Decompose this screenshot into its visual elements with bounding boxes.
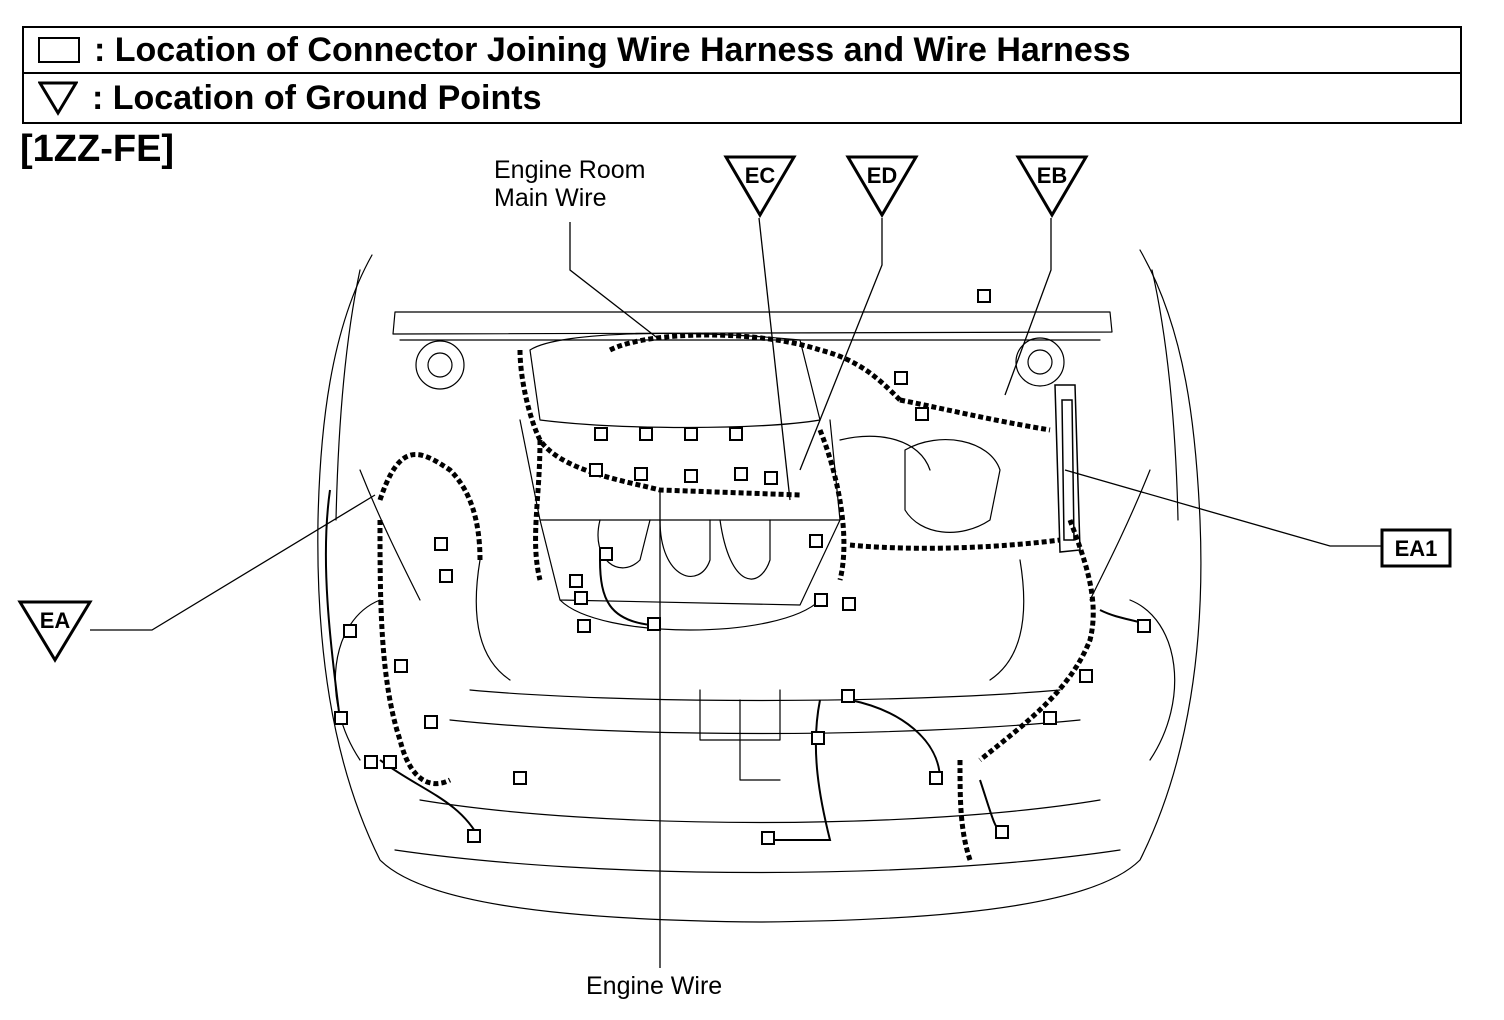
callout-engine-room-main-wire-line2: Main Wire: [494, 184, 607, 212]
ground-point-ec: EC: [723, 155, 797, 218]
wire-harness-bundles: [377, 332, 1096, 861]
legend-connector-text: : Location of Connector Joining Wire Har…: [94, 30, 1131, 69]
ground-label-eb: EB: [1037, 163, 1068, 188]
connector-point-ea1: EA1: [1380, 528, 1452, 568]
ecm-unit: [1054, 384, 1081, 553]
ground-point-ed: ED: [845, 155, 919, 218]
ground-label-ec: EC: [745, 163, 776, 188]
connector-symbol-icon: [38, 37, 80, 63]
legend-ground-text: : Location of Ground Points: [92, 78, 542, 117]
ground-symbol-icon: [38, 81, 78, 116]
ground-point-eb: EB: [1015, 155, 1089, 218]
engine-code-label: [1ZZ-FE]: [20, 128, 175, 170]
vehicle-outline: [317, 249, 1202, 923]
connector-markers: [334, 289, 1151, 845]
ground-label-ea: EA: [40, 608, 71, 633]
ground-point-ea: EA: [17, 600, 93, 663]
callout-engine-room-main-wire-line1: Engine Room: [494, 156, 646, 184]
callout-engine-room-main-wire: Engine Room Main Wire: [494, 156, 645, 212]
callout-engine-wire: Engine Wire: [586, 972, 723, 1000]
leader-lines: [90, 217, 1382, 968]
ground-label-ed: ED: [867, 163, 898, 188]
legend-ground-row: : Location of Ground Points: [22, 72, 1462, 124]
connector-label-ea1: EA1: [1395, 536, 1438, 561]
